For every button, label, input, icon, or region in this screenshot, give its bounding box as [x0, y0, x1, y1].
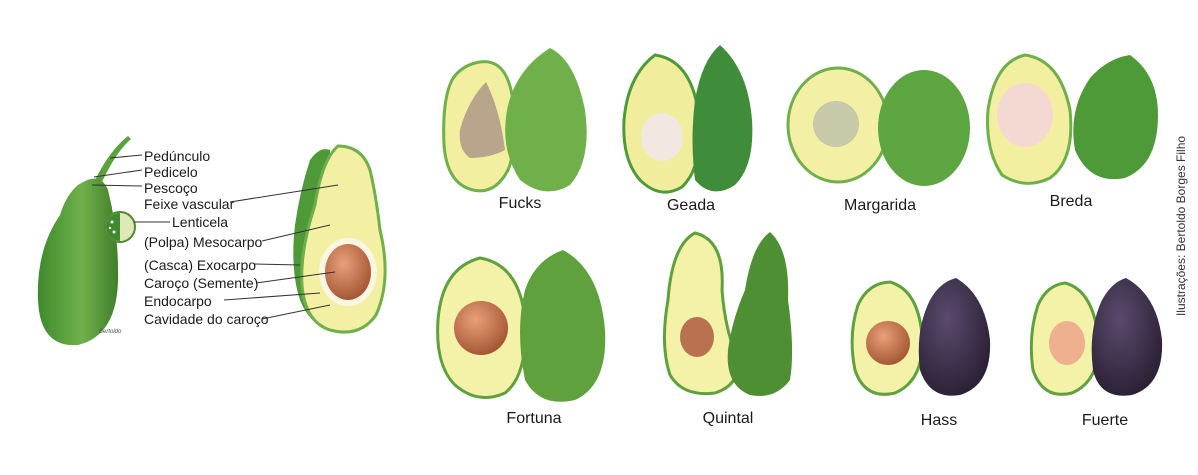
variety-fortuna-art [438, 250, 606, 402]
variety-quintal-art [664, 232, 792, 396]
variety-name-margarida: Margarida [844, 197, 916, 215]
variety-name-quintal: Quintal [703, 410, 754, 428]
label-pedicel: Pedicelo [144, 164, 198, 180]
variety-name-fortuna: Fortuna [506, 410, 561, 428]
variety-name-geada: Geada [667, 197, 715, 215]
label-endocarp: Endocarpo [144, 293, 212, 309]
variety-hass-art [852, 278, 990, 396]
label-peduncle: Pedúnculo [144, 148, 210, 164]
variety-name-fucks: Fucks [499, 195, 542, 213]
variety-fucks-art [444, 48, 587, 191]
label-lenticel: Lenticela [172, 214, 228, 230]
variety-name-hass: Hass [921, 412, 957, 430]
artist-signature: Bertoldo [99, 329, 121, 335]
label-exocarp: (Casca) Exocarpo [144, 257, 256, 273]
label-vascular-bundle: Feixe vascular [144, 196, 234, 212]
variety-name-breda: Breda [1050, 193, 1093, 211]
anatomy-cut-fruit [293, 146, 385, 332]
variety-geada-art [624, 45, 753, 192]
label-mesocarp: (Polpa) Mesocarpo [144, 234, 262, 250]
peduncle-stem [95, 136, 131, 182]
variety-margarida-art [788, 68, 970, 186]
variety-fuerte-art [1031, 278, 1162, 396]
variety-name-fuerte: Fuerte [1082, 412, 1128, 430]
anatomy-whole-fruit [38, 136, 135, 345]
illustration-credit: Ilustrações: Bertoldo Borges Filho [1174, 136, 1188, 316]
variety-breda-art [988, 55, 1158, 183]
label-seed: Caroço (Semente) [144, 275, 258, 291]
whole-fruit-body [38, 179, 118, 346]
label-neck: Pescoço [144, 180, 198, 196]
label-seed-cavity: Cavidade do caroço [144, 311, 269, 327]
